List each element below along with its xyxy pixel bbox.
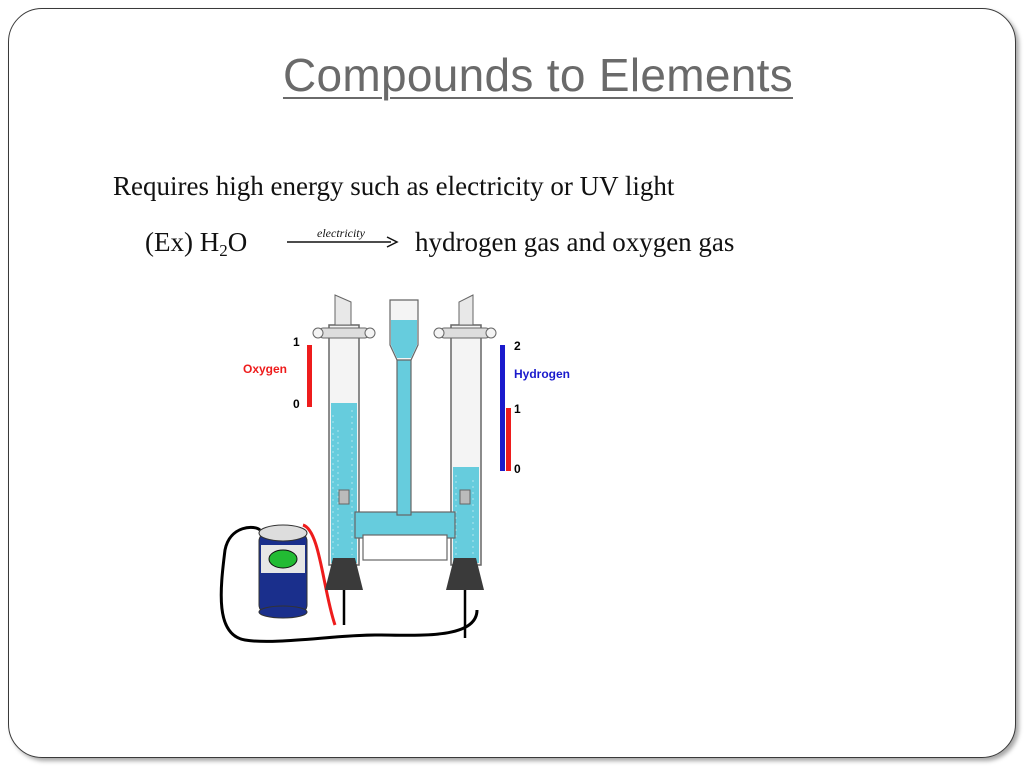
wire-black (219, 526, 479, 643)
oxygen-scale-bottom: 0 (293, 397, 300, 411)
equation-products: hydrogen gas and oxygen gas (415, 227, 735, 257)
slide-title: Compounds to Elements (282, 49, 793, 101)
oxygen-label: Oxygen (243, 362, 287, 376)
oxygen-gauge-bar (307, 345, 312, 407)
equation-suffix: O (227, 227, 248, 257)
left-stopcock (334, 294, 352, 326)
reservoir-stem (396, 344, 412, 516)
equation-prefix: (Ex) H (145, 227, 220, 257)
connector-pipe (354, 511, 456, 539)
left-tube-water (331, 403, 357, 563)
hydrogen-scale-top: 2 (514, 339, 521, 353)
right-electrode (459, 489, 471, 505)
hydrogen-scale-bottom: 0 (514, 462, 521, 476)
reaction-arrow: electricity (287, 224, 403, 254)
hydrogen-gauge-red (506, 408, 511, 471)
right-stopcock (458, 294, 474, 326)
slide-frame (8, 8, 1016, 758)
battery (258, 524, 308, 619)
arrow-label: electricity (317, 226, 365, 240)
right-stopper (446, 558, 484, 590)
arrow-icon (287, 236, 399, 248)
left-electrode (338, 489, 350, 505)
right-tube-water (453, 467, 479, 563)
hydrogen-scale-mid: 1 (514, 402, 521, 416)
electrolysis-apparatus-diagram: 1 0 Oxygen 2 1 0 Hydrogen (219, 294, 570, 643)
wire-red (302, 523, 337, 626)
hydrogen-gauge-bar (500, 345, 505, 471)
battery-dot (268, 549, 298, 569)
equation-reactant: (Ex) H2O (145, 227, 247, 261)
left-stopper (325, 558, 363, 590)
equation-subscript: 2 (219, 241, 228, 260)
body-line-requirement: Requires high energy such as electricity… (113, 171, 675, 201)
hydrogen-label: Hydrogen (514, 367, 570, 381)
oxygen-scale-top: 1 (293, 335, 300, 349)
